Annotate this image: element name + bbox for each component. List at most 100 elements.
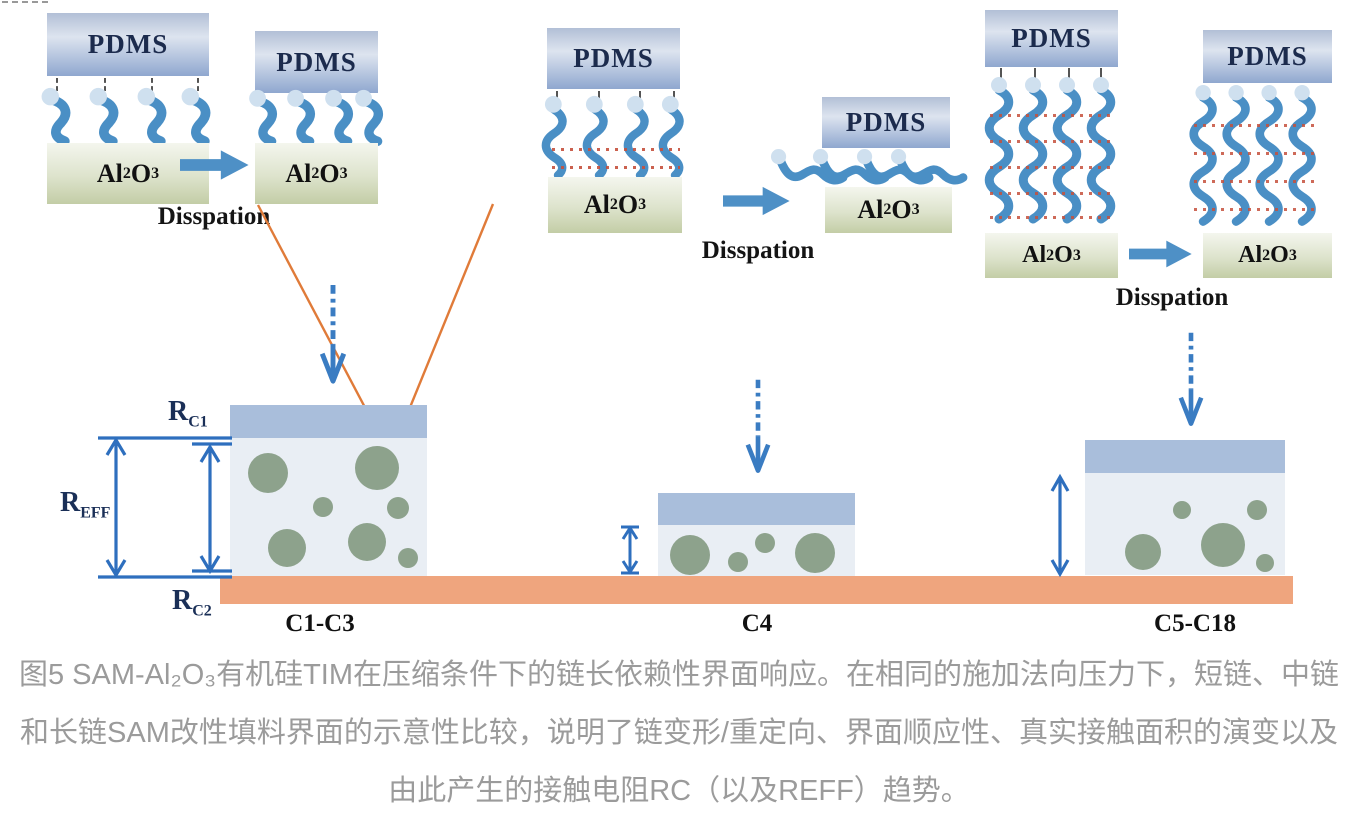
alumina-sub: 3 [1288,246,1297,264]
filler-particle [1256,554,1274,572]
category-label-c5c18: C5-C18 [1154,610,1236,637]
alumina-label: Al [1022,242,1047,268]
pdms-label: PDMS [276,46,357,77]
pdms-label: PDMS [1011,23,1092,53]
connector-dash [639,91,641,100]
short-chain-icon [178,86,220,146]
alumina-label: Al [857,195,884,224]
rc2-label: RC2 [172,585,212,621]
connector-dash [151,78,153,91]
filler-particle [398,548,418,568]
rc1-base: R [168,396,189,427]
force-arrow-icon [316,282,350,390]
alumina-label: O [617,190,639,219]
filler-particle [795,533,835,573]
short-chain-icon [246,88,286,146]
hbond-dashes [552,140,680,176]
connector-dash [1034,68,1036,78]
pdms-label: PDMS [87,29,169,59]
alumina-label: O [1270,242,1289,268]
pdms-block: PDMS [1203,30,1332,83]
filler-particle [728,552,748,572]
connector-dash [56,78,58,91]
dissipation-arrow-icon [1120,238,1202,270]
rc2-base: R [172,585,193,616]
caption-line-1: 图5 SAM-Al₂O₃有机硅TIM在压缩条件下的链长依赖性界面响应。在相同的施… [18,659,1340,691]
filler-particle [268,529,306,567]
pdms-block: PDMS [547,28,680,89]
filler-particle [1173,501,1191,519]
rc1-label: RC1 [168,396,208,432]
connector-dash [104,78,106,91]
connector-dash [1068,68,1070,78]
alumina-label: Al [1238,242,1263,268]
filler-particle [1201,523,1245,567]
alumina-sub: 2 [311,164,320,182]
filler-particle [313,497,333,517]
flat-chain-icon [890,146,966,190]
filler-particle [355,446,399,490]
pdms-block: PDMS [822,97,950,148]
pdms-label: PDMS [573,43,654,73]
tim-top-band [1085,440,1285,473]
alumina-label: Al [285,158,312,188]
filler-particle [670,535,710,575]
dissipation-label: Disspation [157,203,271,230]
category-label-c4: C4 [741,610,773,637]
short-chain-icon [284,88,324,146]
dissipation-label: Disspation [1115,284,1229,311]
connector-dash [598,91,600,100]
alumina-sub: 3 [339,164,348,182]
rc1-sub: C1 [188,413,208,431]
force-arrow-icon [1174,330,1208,432]
connector-dash [556,91,558,100]
alumina-sub: 3 [638,196,647,213]
alumina-label: O [319,158,340,188]
alumina-sub: 3 [151,164,160,182]
alumina-sub: 2 [609,196,618,213]
filler-particle [387,497,409,519]
caption-line-2: 和长链SAM改性填料界面的示意性比较，说明了链变形/重定向、界面顺应性、真实接触… [20,717,1338,749]
reff-label: REFF [60,487,110,523]
alumina-label: Al [96,158,123,188]
category-label-c1c3: C1-C3 [285,610,355,637]
connector-dash [673,91,675,100]
connector-dash [197,78,199,91]
tim-body [230,438,427,577]
dissipation-arrow-icon [180,146,250,184]
tim-top-band [658,493,855,525]
dissipation-label: Disspation [701,237,815,264]
hbond-dashes [990,102,1116,228]
pdms-block: PDMS [255,31,378,93]
figure-caption: 图5 SAM-Al₂O₃有机硅TIM在压缩条件下的链长依赖性界面响应。在相同的施… [0,646,1358,816]
alumina-sub: 2 [883,201,892,218]
filler-particle [348,523,386,561]
connector-dash [1000,68,1002,78]
pdms-block: PDMS [47,13,209,76]
alumina-label: Al [583,190,610,219]
caption-line-3: 由此产生的接触电阻RC（以及REFF）趋势。 [388,775,970,807]
pdms-label: PDMS [845,107,927,137]
hbond-dashes [1194,110,1320,226]
alumina-sub: 3 [911,201,920,218]
alumina-sub: 3 [1072,246,1081,264]
c4-thickness-arrow [621,525,639,575]
short-chain-icon [86,86,128,146]
filler-particle [1247,500,1267,520]
tim-top-band [230,405,427,438]
reff-sub: EFF [80,504,111,522]
pdms-block: PDMS [985,10,1118,67]
alumina-label: O [891,195,912,224]
filler-particle [755,533,775,553]
alumina-sub: 2 [1046,246,1055,264]
reff-base: R [60,487,81,518]
tim-body [658,525,855,577]
connector-dash [1100,68,1102,78]
reff-measure-arrows [98,436,232,579]
alumina-label: O [1054,242,1073,268]
